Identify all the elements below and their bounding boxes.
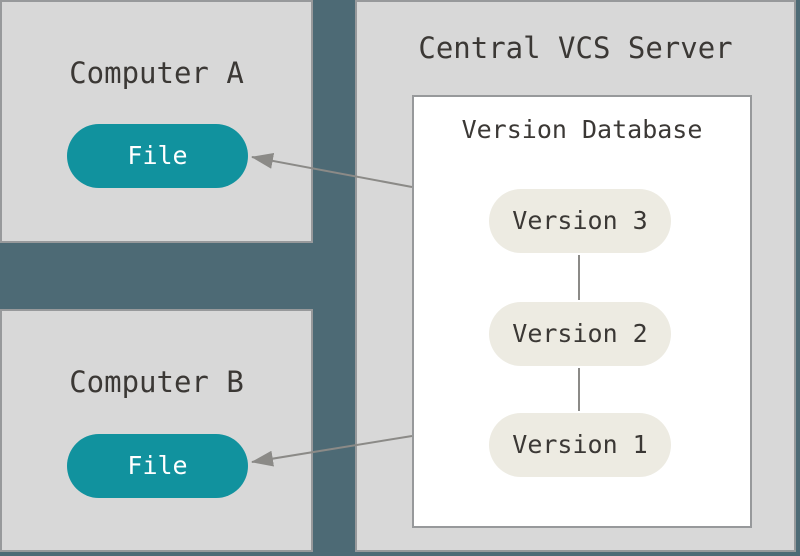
computer-a-title: Computer A xyxy=(69,56,244,90)
computer-b-file-pill: File xyxy=(67,434,248,498)
computer-b-box: Computer B xyxy=(0,309,313,552)
computer-a-box: Computer A xyxy=(0,0,313,243)
version-database-title: Version Database xyxy=(461,115,703,144)
version-3-pill: Version 3 xyxy=(489,189,671,253)
version-1-pill: Version 1 xyxy=(489,413,671,477)
version-2-pill: Version 2 xyxy=(489,302,671,366)
computer-b-title: Computer B xyxy=(69,365,244,399)
central-vcs-server-title: Central VCS Server xyxy=(418,31,733,65)
computer-a-file-pill: File xyxy=(67,124,248,188)
